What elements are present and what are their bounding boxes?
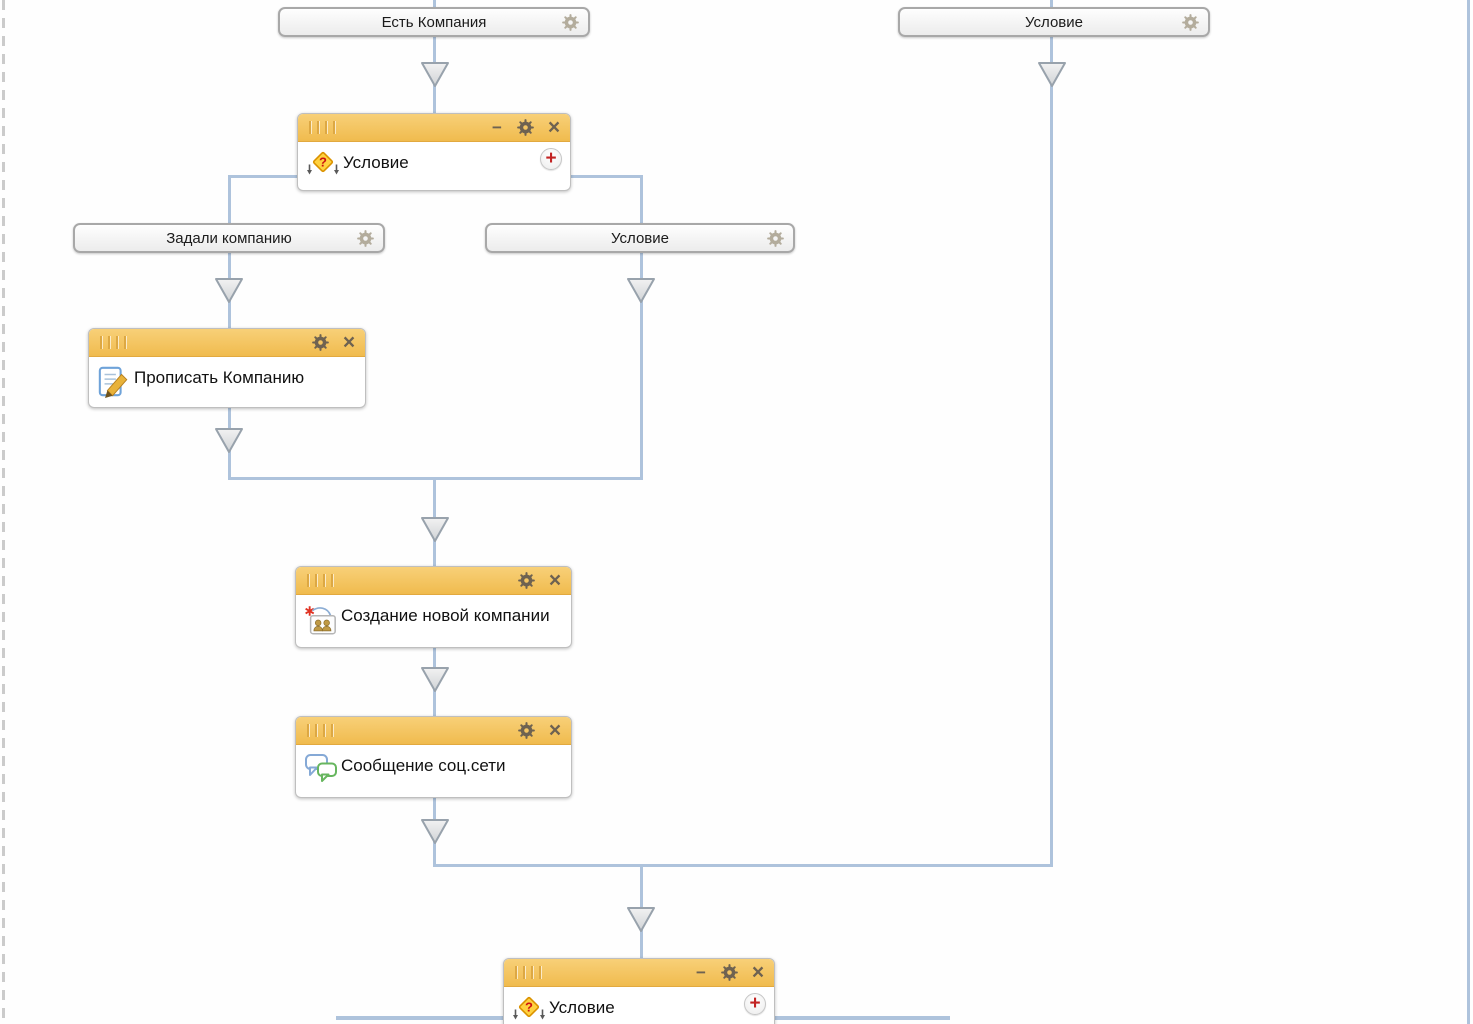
branch-label-condition-top-right[interactable]: Условие	[898, 7, 1210, 37]
minimize-icon[interactable]: −	[696, 963, 706, 982]
connector-line	[433, 0, 436, 113]
chat-bubbles-icon	[304, 752, 338, 782]
node-titlebar[interactable]: ×	[296, 567, 571, 595]
gear-icon[interactable]	[767, 230, 784, 247]
arrow-down-icon	[419, 818, 451, 845]
branch-label-text: Условие	[1025, 13, 1083, 31]
create-company-icon	[304, 602, 338, 638]
connector-line-right-edge	[1467, 0, 1470, 1024]
drag-grip[interactable]	[309, 121, 336, 134]
node-condition-1[interactable]: − × Условие +	[297, 113, 571, 191]
node-titlebar[interactable]: ×	[296, 717, 571, 745]
arrow-down-icon	[213, 277, 245, 304]
close-icon[interactable]: ×	[751, 961, 765, 984]
gear-icon[interactable]	[721, 964, 738, 981]
gear-icon[interactable]	[562, 14, 579, 31]
arrow-down-icon	[625, 277, 657, 304]
arrow-down-icon	[419, 516, 451, 543]
connector-line	[571, 175, 643, 178]
gear-icon[interactable]	[517, 119, 534, 136]
close-icon[interactable]: ×	[548, 719, 562, 742]
branch-label-company-exists[interactable]: Есть Компания	[278, 7, 590, 37]
close-icon[interactable]: ×	[342, 331, 356, 354]
node-titlebar[interactable]: − ×	[298, 114, 570, 142]
page-boundary-dashed	[2, 0, 5, 1024]
connector-line	[775, 1016, 950, 1020]
arrow-down-icon	[419, 61, 451, 88]
node-title: Создание новой компании	[341, 606, 550, 625]
close-icon[interactable]: ×	[548, 569, 562, 592]
node-titlebar[interactable]: ×	[89, 329, 365, 357]
branch-label-text: Задали компанию	[166, 229, 292, 247]
node-social-message[interactable]: × Сообщение соц.сети	[295, 716, 572, 798]
gear-icon[interactable]	[312, 334, 329, 351]
arrow-down-icon	[213, 427, 245, 454]
arrow-down-icon	[419, 666, 451, 693]
add-branch-button[interactable]: +	[540, 148, 562, 170]
node-title: Сообщение соц.сети	[341, 756, 506, 775]
close-icon[interactable]: ×	[547, 116, 561, 139]
gear-icon[interactable]	[518, 572, 535, 589]
drag-grip[interactable]	[515, 966, 542, 979]
node-titlebar[interactable]: − ×	[504, 959, 774, 987]
connector-line	[1050, 0, 1053, 867]
drag-grip[interactable]	[307, 574, 334, 587]
branch-label-condition-mid[interactable]: Условие	[485, 223, 795, 253]
branch-label-text: Условие	[611, 229, 669, 247]
drag-grip[interactable]	[100, 336, 127, 349]
gear-icon[interactable]	[518, 722, 535, 739]
condition-diamond-icon	[306, 149, 340, 177]
arrow-down-icon	[625, 906, 657, 933]
add-branch-button[interactable]: +	[744, 993, 766, 1015]
edit-document-icon	[97, 364, 131, 400]
node-write-company[interactable]: × Прописать Компанию	[88, 328, 366, 408]
node-title: Прописать Компанию	[134, 368, 305, 387]
node-create-company[interactable]: × Создание новой компании	[295, 566, 572, 648]
connector-line	[228, 175, 298, 178]
gear-icon[interactable]	[1182, 14, 1199, 31]
minimize-icon[interactable]: −	[492, 118, 502, 137]
connector-line	[433, 864, 1053, 867]
node-title: Условие	[549, 998, 615, 1017]
drag-grip[interactable]	[307, 724, 334, 737]
node-condition-2[interactable]: − × Условие +	[503, 958, 775, 1024]
branch-label-company-set[interactable]: Задали компанию	[73, 223, 385, 253]
gear-icon[interactable]	[357, 230, 374, 247]
branch-label-text: Есть Компания	[381, 13, 487, 31]
node-title: Условие	[343, 153, 409, 172]
connector-line	[640, 175, 643, 480]
condition-diamond-icon	[512, 994, 546, 1022]
arrow-down-icon	[1036, 61, 1068, 88]
connector-line	[336, 1016, 504, 1020]
